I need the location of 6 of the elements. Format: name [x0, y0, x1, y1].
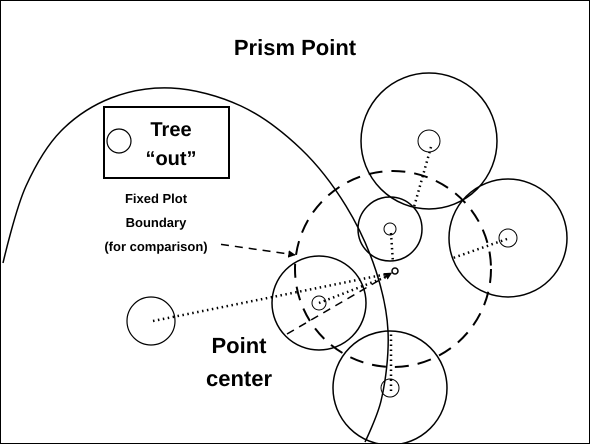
annotation-text: Fixed Plot Boundary (for comparison): [91, 187, 221, 259]
legend-label: Tree “out”: [144, 118, 198, 172]
arrow: [220, 244, 296, 258]
arrow: [286, 272, 392, 335]
annotation-text: Point center: [191, 329, 287, 395]
title: Prism Point: [232, 35, 358, 61]
